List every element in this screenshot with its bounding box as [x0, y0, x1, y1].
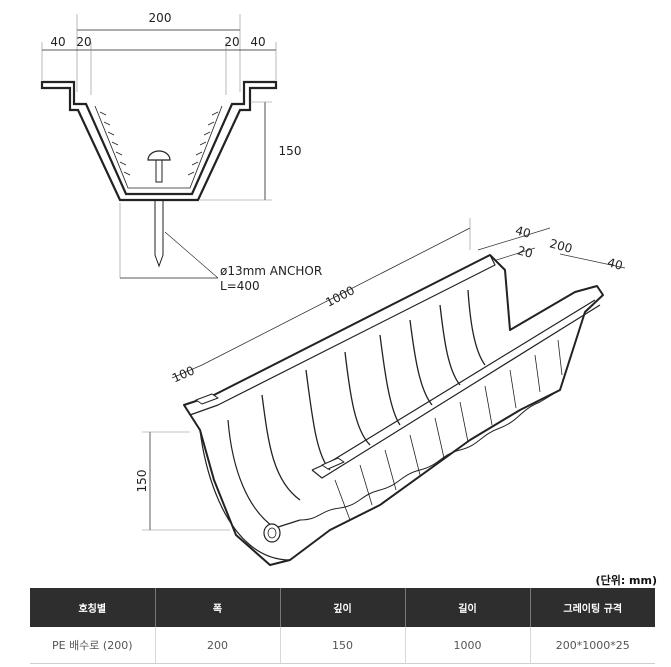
table-row: PE 배수로 (200) 200 150 1000 200*1000*25 [30, 627, 655, 664]
dim-left-step: 20 [76, 35, 91, 49]
header-length: 길이 [405, 588, 531, 627]
cell-grating: 200*1000*25 [530, 627, 655, 664]
dim-top-200: 200 [548, 236, 574, 255]
dim-right-step: 20 [224, 35, 239, 49]
dim-right-flange: 40 [250, 35, 265, 49]
drainage-channel-diagram: 200 40 20 20 40 150 ø13mm ANCHOR L=400 [40, 11, 626, 566]
spec-table: 호칭별 폭 깊이 길이 그레이팅 규격 PE 배수로 (200) 200 150… [30, 588, 655, 664]
dim-iso-height: 150 [135, 470, 149, 493]
header-depth: 깊이 [280, 588, 406, 627]
dim-top-width: 200 [149, 11, 172, 25]
cross-section-view [40, 14, 278, 279]
header-name: 호칭별 [30, 588, 156, 627]
table-header-row: 호칭별 폭 깊이 길이 그레이팅 규격 [30, 588, 655, 627]
anchor-length-label: L=400 [220, 279, 260, 293]
dim-left-flange: 40 [50, 35, 65, 49]
dim-top-20: 20 [516, 243, 534, 260]
cell-length: 1000 [405, 627, 531, 664]
header-width: 폭 [155, 588, 281, 627]
dim-length: 1000 [323, 283, 357, 309]
dim-section-height: 150 [279, 144, 302, 158]
isometric-view [142, 218, 626, 566]
unit-note: (단위: mm) [595, 574, 657, 587]
dim-top-40b: 40 [606, 255, 624, 272]
dim-top-40: 40 [514, 223, 532, 240]
cell-name: PE 배수로 (200) [30, 627, 156, 664]
cell-width: 200 [155, 627, 281, 664]
cell-depth: 150 [280, 627, 406, 664]
header-grating: 그레이팅 규격 [530, 588, 655, 627]
anchor-label: ø13mm ANCHOR [220, 264, 322, 278]
channel-outer-profile [40, 80, 278, 202]
dim-end-width: 100 [170, 363, 197, 385]
